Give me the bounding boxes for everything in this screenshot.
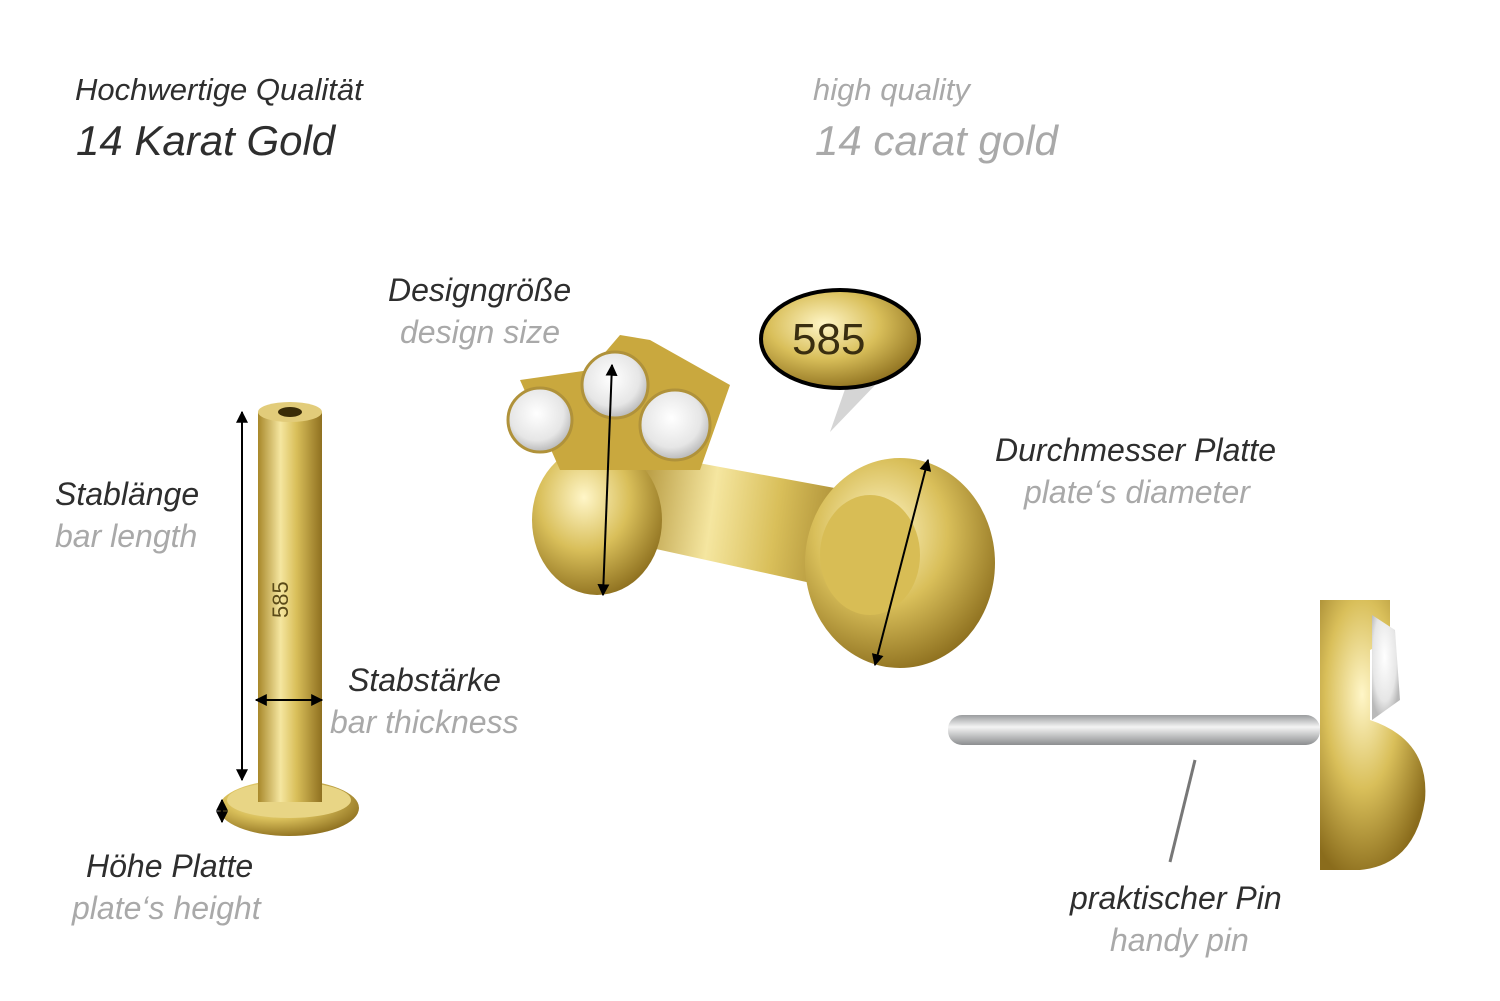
label-design-size-de: Designgröße xyxy=(388,272,572,308)
label-bar-thickness-de: Stabstärke xyxy=(348,662,501,698)
label-plate-height-de: Höhe Platte xyxy=(86,848,254,884)
label-design-size-en: design size xyxy=(400,314,561,350)
pin-side-view xyxy=(948,600,1426,870)
header-en-line1: high quality xyxy=(813,72,970,107)
label-bar-length-de: Stablänge xyxy=(55,476,200,512)
label-bar-thickness-en: bar thickness xyxy=(330,704,519,740)
labret-bar xyxy=(216,402,359,836)
label-plate-diameter-en: plate‘s diameter xyxy=(1024,474,1250,510)
hallmark-badge-text: 585 xyxy=(792,315,866,364)
label-plate-diameter-de: Durchmesser Platte xyxy=(995,432,1276,468)
bar-engraving: 585 xyxy=(268,581,293,618)
header-de-line2: 14 Karat Gold xyxy=(76,117,336,164)
label-handy-pin-en: handy pin xyxy=(1110,922,1249,958)
label-plate-height-en: plate‘s height xyxy=(72,890,261,926)
label-bar-length-en: bar length xyxy=(55,518,198,554)
header-de-line1: Hochwertige Qualität xyxy=(75,72,363,107)
earring-assembled xyxy=(506,335,995,668)
hallmark-badge xyxy=(759,288,921,432)
header-en-line2: 14 carat gold xyxy=(815,117,1058,164)
label-handy-pin-de: praktischer Pin xyxy=(1070,880,1282,916)
